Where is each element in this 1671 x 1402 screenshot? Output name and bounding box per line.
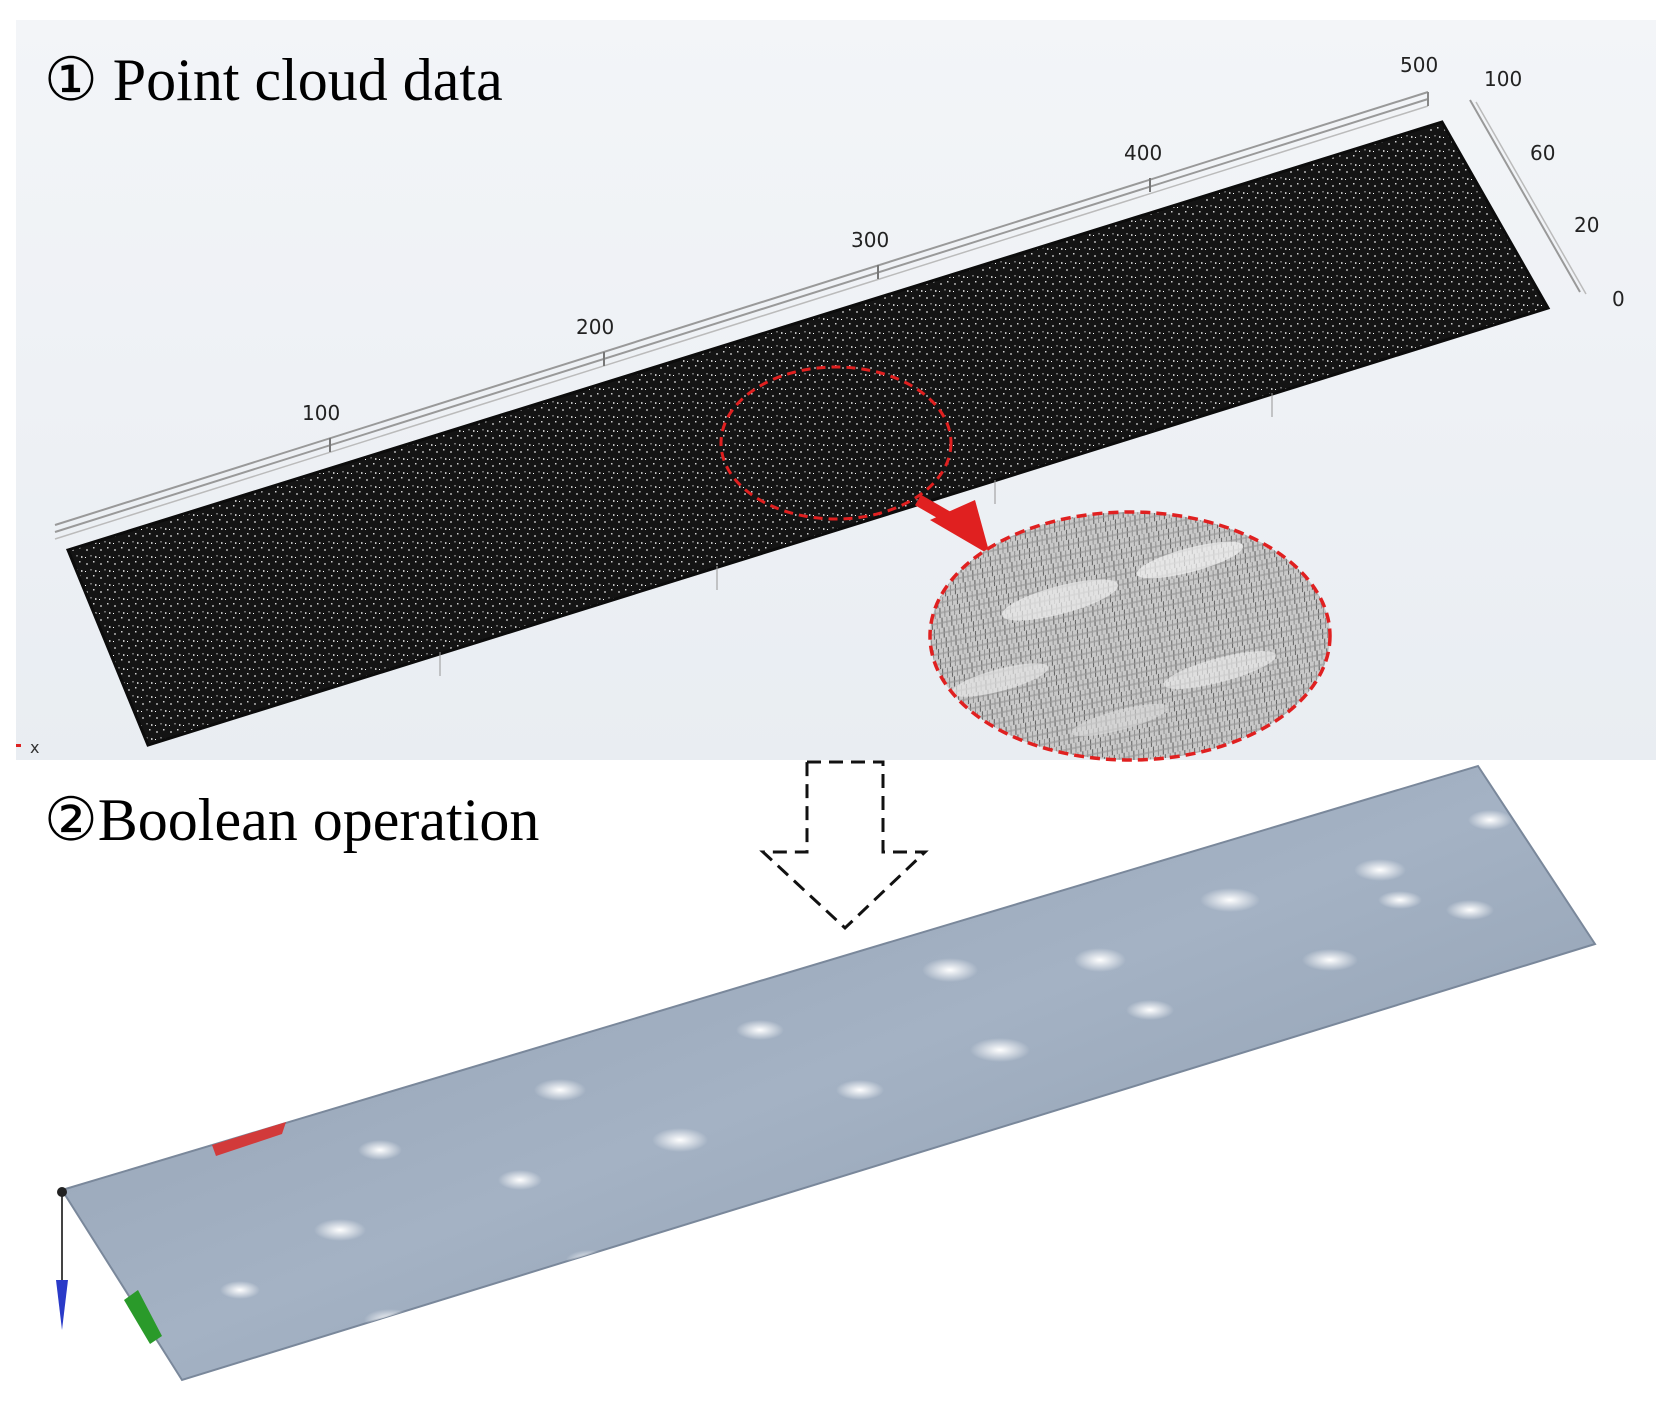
surface-model [56,764,1597,1382]
height-tick-label: 20 [1574,213,1599,237]
length-tick-label: 400 [1124,141,1162,165]
length-axis: 100 200 300 400 500 [54,53,1438,540]
length-tick-label: 300 [851,228,889,252]
corner-axis-marker [16,744,21,747]
height-tick-label: 100 [1484,67,1522,91]
process-arrow [759,760,929,931]
height-tick-label: 60 [1530,141,1555,165]
corner-axis-label: x [30,738,40,757]
z-axis-arrow [56,1280,68,1330]
coordinate-triad [56,1122,286,1344]
height-axis: 100 60 20 0 [1469,67,1625,311]
y-axis-arrow [124,1290,162,1344]
zoom-detail [928,510,1332,762]
zoom-region-marker [719,365,953,521]
length-tick-label: 500 [1400,53,1438,77]
length-tick-label: 100 [302,401,340,425]
length-tick-label: 200 [576,315,614,339]
panel-title-boolean-operation: ②Boolean operation [44,787,540,853]
x-axis-arrow [212,1122,286,1156]
zoom-arrow [915,494,990,555]
height-tick-label: 0 [1612,287,1625,311]
panel-title-point-cloud: ① Point cloud data [44,47,503,113]
point-cloud-strip [65,120,1551,747]
